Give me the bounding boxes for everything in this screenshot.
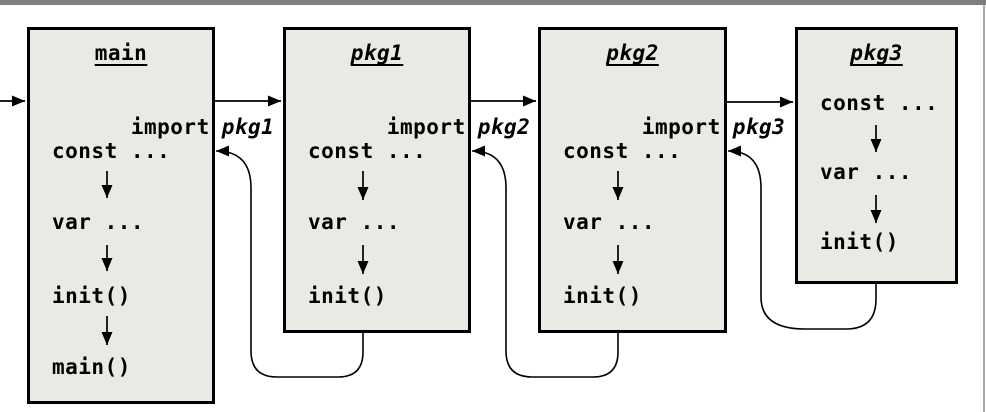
box-pkg2: pkg2 import pkg3 const ... var ... init() bbox=[538, 27, 785, 333]
pkg1-var-line: var ... bbox=[308, 210, 401, 234]
pkg1-init-line: init() bbox=[308, 284, 387, 308]
pkg1-const-line: const ... bbox=[308, 139, 427, 163]
import-keyword: import bbox=[386, 115, 466, 139]
page-right-edge bbox=[983, 5, 985, 412]
import-keyword: import bbox=[130, 115, 210, 139]
import-package-name: pkg3 bbox=[732, 115, 786, 139]
pkg3-var-line: var ... bbox=[820, 160, 913, 184]
import-package-name: pkg1 bbox=[221, 115, 275, 139]
main-const-line: const ... bbox=[52, 139, 171, 163]
box-main: main import pkg1 const ... var ... init()… bbox=[27, 27, 274, 404]
import-keyword: import bbox=[641, 115, 721, 139]
main-init-line: init() bbox=[52, 284, 131, 308]
main-import-line: import pkg1 bbox=[52, 88, 274, 166]
pkg1-import-line: import pkg2 bbox=[308, 88, 530, 166]
pkg2-init-line: init() bbox=[563, 284, 642, 308]
main-var-line: var ... bbox=[52, 210, 145, 234]
box-pkg3-title: pkg3 bbox=[850, 41, 903, 65]
pkg3-init-line: init() bbox=[820, 230, 899, 254]
pkg2-const-line: const ... bbox=[563, 139, 682, 163]
box-pkg3: pkg3 const ... var ... init() bbox=[795, 27, 958, 284]
box-main-title: main bbox=[94, 41, 148, 65]
box-pkg2-title: pkg2 bbox=[606, 41, 659, 65]
box-pkg1: pkg1 import pkg2 const ... var ... init() bbox=[283, 27, 530, 333]
import-package-name: pkg2 bbox=[477, 115, 531, 139]
pkg3-const-line: const ... bbox=[820, 91, 939, 115]
main-mainfn-line: main() bbox=[52, 355, 131, 379]
page-top-edge bbox=[0, 0, 986, 5]
pkg2-import-line: import pkg3 bbox=[563, 88, 785, 166]
box-pkg1-title: pkg1 bbox=[350, 41, 404, 65]
pkg2-var-line: var ... bbox=[563, 210, 656, 234]
